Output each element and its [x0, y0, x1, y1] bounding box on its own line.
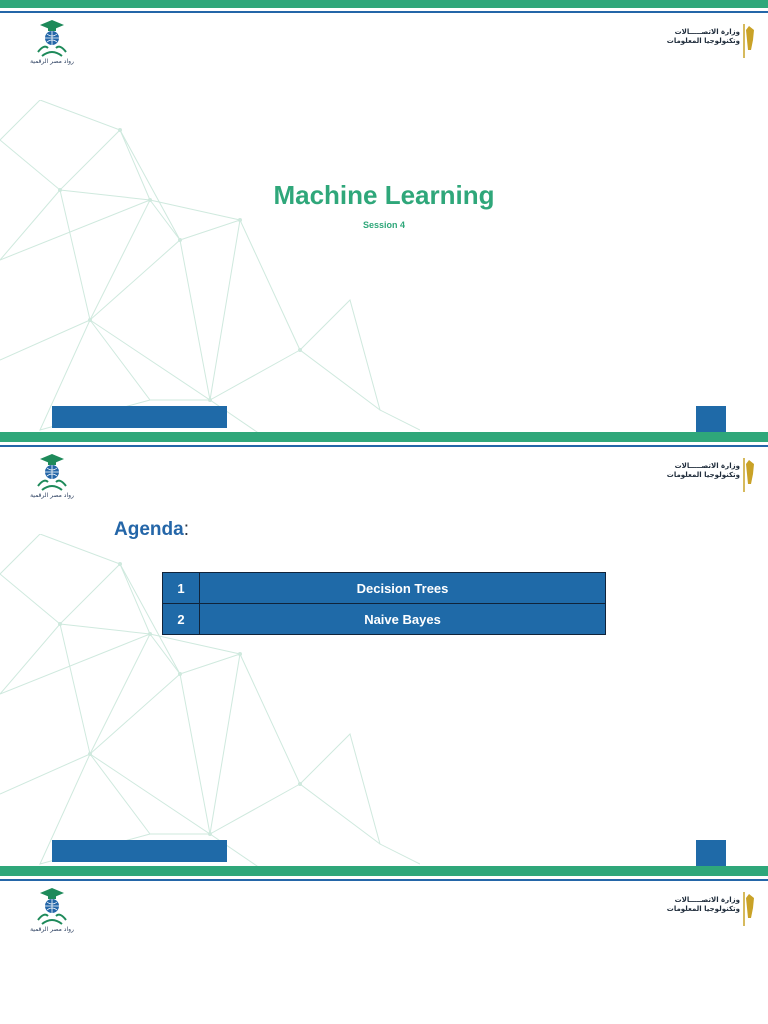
digital-egypt-pioneers-logo: رواد مصر الرقمية	[20, 452, 84, 504]
top-green-band	[0, 868, 768, 876]
background-mesh-pattern	[0, 100, 420, 434]
ministry-line1: وزارة الاتصـــــالات	[674, 28, 740, 36]
footer-square	[696, 840, 726, 866]
graduation-globe-logo-icon	[37, 454, 67, 491]
slide-agenda: رواد مصر الرقمية وزارة الاتصـــــالات وت…	[0, 434, 768, 868]
agenda-number: 1	[162, 572, 200, 604]
left-logo-caption: رواد مصر الرقمية	[30, 58, 74, 65]
top-green-band	[0, 0, 768, 8]
session-label: Session 4	[362, 220, 406, 230]
table-row: 2 Naive Bayes	[162, 603, 606, 635]
presentation-title: Machine Learning	[273, 180, 495, 210]
footer-square	[696, 406, 726, 432]
ministry-logo-text: وزارة الاتصـــــالات وتكنولوجيا المعلوما…	[667, 896, 740, 914]
left-logo-caption: رواد مصر الرقمية	[30, 926, 74, 933]
graduation-globe-logo-icon	[37, 20, 67, 57]
ministry-line2: وتكنولوجيا المعلومات	[666, 471, 740, 479]
digital-egypt-pioneers-logo: رواد مصر الرقمية	[20, 886, 84, 938]
ministry-line1: وزارة الاتصـــــالات	[674, 896, 740, 904]
ministry-logo: وزارة الاتصـــــالات وتكنولوجيا المعلوما…	[664, 20, 756, 60]
agenda-heading-colon: :	[183, 519, 189, 540]
eagle-emblem-icon	[743, 458, 754, 492]
ministry-line2: وتكنولوجيا المعلومات	[666, 905, 740, 913]
ministry-logo: وزارة الاتصـــــالات وتكنولوجيا المعلوما…	[664, 888, 756, 928]
digital-egypt-pioneers-logo: رواد مصر الرقمية	[20, 18, 84, 70]
table-row: 1 Decision Trees	[162, 572, 606, 604]
ministry-logo: وزارة الاتصـــــالات وتكنولوجيا المعلوما…	[664, 454, 756, 494]
slide-title: رواد مصر الرقمية وزارة الاتصـــــالات وت…	[0, 0, 768, 434]
agenda-number: 2	[162, 603, 200, 635]
ministry-logo-text: وزارة الاتصـــــالات وتكنولوجيا المعلوما…	[667, 462, 740, 480]
footer-bar	[52, 406, 227, 428]
agenda-item: Naive Bayes	[199, 603, 606, 635]
ministry-logo-text: وزارة الاتصـــــالات وتكنولوجيا المعلوما…	[667, 28, 740, 46]
slide-partial: رواد مصر الرقمية وزارة الاتصـــــالات وت…	[0, 868, 768, 1024]
agenda-table: 1 Decision Trees 2 Naive Bayes	[162, 572, 606, 635]
eagle-emblem-icon	[743, 24, 754, 58]
eagle-emblem-icon	[743, 892, 754, 926]
agenda-item: Decision Trees	[199, 572, 606, 604]
top-blue-line	[0, 879, 768, 881]
bottom-green-band	[0, 866, 768, 868]
background-mesh-pattern	[0, 534, 420, 868]
graduation-globe-logo-icon	[37, 888, 67, 925]
ministry-line1: وزارة الاتصـــــالات	[674, 462, 740, 470]
top-green-band	[0, 434, 768, 442]
bottom-green-band	[0, 432, 768, 434]
ministry-line2: وتكنولوجيا المعلومات	[666, 37, 740, 45]
agenda-heading-text: Agenda	[114, 519, 184, 540]
footer-bar	[52, 840, 227, 862]
top-blue-line	[0, 11, 768, 13]
top-blue-line	[0, 445, 768, 447]
agenda-heading: Agenda:	[114, 519, 189, 541]
left-logo-caption: رواد مصر الرقمية	[30, 492, 74, 499]
